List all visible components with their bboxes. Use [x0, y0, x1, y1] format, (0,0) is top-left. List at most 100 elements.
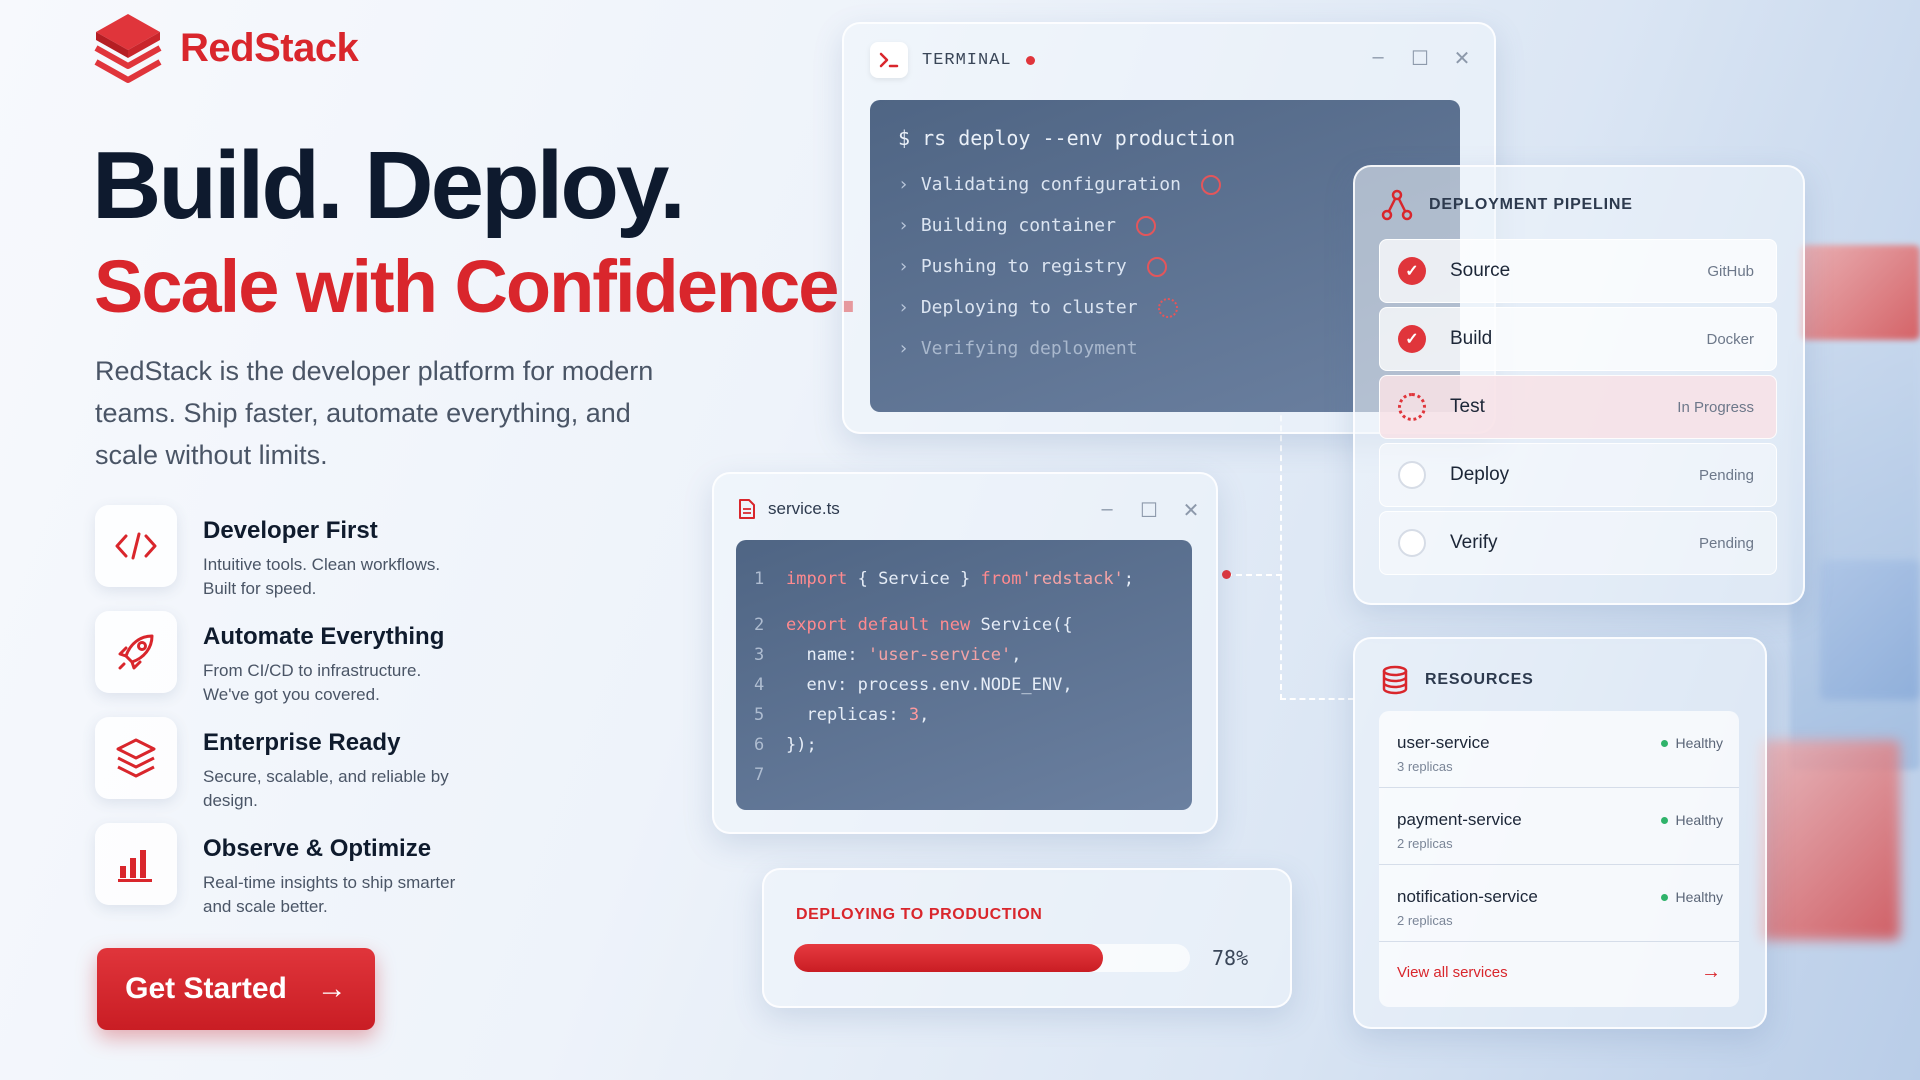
resources-title: RESOURCES — [1425, 671, 1534, 688]
status-dot-icon — [1660, 816, 1668, 824]
pending-circle-icon — [1398, 461, 1426, 489]
feature-description: Real-time insights to ship smarter and s… — [203, 873, 456, 916]
service-row[interactable]: notification-service 2 replicas Healthy — [1379, 865, 1739, 942]
step-status-icon — [1200, 174, 1221, 195]
brand-name: RedStack — [180, 25, 359, 70]
status-dot-icon — [1660, 893, 1668, 901]
deployment-pipeline-panel: DEPLOYMENT PIPELINE ✓ Source GitHub ✓ Bu… — [1353, 165, 1805, 605]
view-all-label: View all services — [1397, 963, 1508, 981]
feature-description: From CI/CD to infrastructure. We've got … — [203, 661, 422, 704]
hero-description: RedStack is the developer platform for m… — [95, 356, 654, 470]
pipeline-stage[interactable]: ✓ Build Docker — [1379, 307, 1777, 371]
stage-name: Test — [1450, 396, 1485, 417]
spinner-icon — [1398, 393, 1426, 421]
rocket-icon — [95, 611, 177, 693]
feature-item: Observe & Optimize Real-time insights to… — [95, 823, 463, 929]
feature-description: Secure, scalable, and reliable by design… — [203, 767, 449, 810]
service-name: notification-service — [1397, 887, 1538, 906]
stack-logo-icon — [94, 14, 162, 83]
service-row[interactable]: user-service 3 replicas Healthy — [1379, 711, 1739, 788]
terminal-command: $ rs deploy --env production — [898, 126, 1236, 150]
feature-title: Enterprise Ready — [203, 729, 401, 756]
maximize-icon[interactable]: ☐ — [1411, 48, 1429, 70]
service-replicas: 3 replicas — [1397, 759, 1453, 774]
service-replicas: 2 replicas — [1397, 836, 1453, 851]
terminal-step: ›Pushing to registry — [898, 246, 1432, 287]
feature-title: Automate Everything — [203, 623, 445, 650]
code-line: 7 — [754, 765, 765, 785]
code-line: 6}); — [754, 735, 817, 755]
service-name: payment-service — [1397, 810, 1522, 829]
arrow-right-icon: → — [1701, 960, 1721, 983]
live-indicator-icon — [1025, 55, 1035, 65]
stage-name: Deploy — [1450, 464, 1510, 485]
close-icon[interactable]: ✕ — [1453, 48, 1471, 70]
get-started-label: Get Started — [125, 972, 287, 1005]
step-spinner-icon — [1157, 297, 1178, 318]
health-status: Healthy — [1660, 735, 1723, 751]
maximize-icon[interactable]: ☐ — [1140, 500, 1158, 522]
stage-status: Docker — [1706, 330, 1754, 348]
connector-dot — [1222, 570, 1231, 579]
stage-status: Pending — [1698, 534, 1754, 552]
layers-icon — [95, 717, 177, 799]
status-dot-icon — [1660, 739, 1668, 747]
step-status-icon — [1146, 256, 1167, 277]
background-block — [1820, 560, 1920, 700]
file-icon — [739, 499, 755, 519]
minimize-icon[interactable]: – — [1101, 498, 1113, 520]
code-icon — [95, 505, 177, 587]
stage-name: Verify — [1450, 532, 1498, 553]
minimize-icon[interactable]: – — [1372, 46, 1384, 68]
stage-status: Pending — [1698, 466, 1754, 484]
feature-list: Developer First Intuitive tools. Clean w… — [95, 505, 463, 929]
service-name: user-service — [1397, 733, 1490, 752]
terminal-step: ›Verifying deployment — [898, 338, 1138, 359]
code-line: 4 env: process.env.NODE_ENV, — [754, 675, 1073, 695]
close-icon[interactable]: ✕ — [1182, 500, 1200, 522]
get-started-button[interactable]: Get Started → — [97, 948, 375, 1030]
progress-label: DEPLOYING TO PRODUCTION — [796, 906, 1043, 923]
brand-logo[interactable]: RedStack — [92, 10, 359, 86]
arrow-right-icon: → — [316, 972, 347, 1005]
pipeline-stage[interactable]: Verify Pending — [1379, 511, 1777, 575]
code-line: 3 name: 'user-service', — [754, 645, 1022, 665]
editor-filename: service.ts — [768, 499, 840, 518]
check-icon: ✓ — [1398, 257, 1426, 285]
deploy-progress-panel: DEPLOYING TO PRODUCTION 78% — [762, 868, 1292, 1008]
terminal-icon — [870, 42, 908, 78]
pending-circle-icon — [1398, 529, 1426, 557]
health-status: Healthy — [1660, 812, 1723, 828]
terminal-step: ›Building container — [898, 205, 1432, 246]
feature-title: Developer First — [203, 517, 378, 544]
view-all-services-link[interactable]: View all services → — [1379, 942, 1739, 1002]
background-block-red — [1760, 740, 1900, 940]
pipeline-title: DEPLOYMENT PIPELINE — [1429, 196, 1633, 213]
code-line: 5 replicas: 3, — [754, 705, 930, 725]
stage-name: Build — [1450, 328, 1493, 349]
feature-title: Observe & Optimize — [203, 835, 432, 862]
stage-status: In Progress — [1677, 398, 1754, 416]
feature-item: Enterprise Ready Secure, scalable, and r… — [95, 717, 463, 823]
hero-title: Build. Deploy. — [92, 132, 686, 239]
resources-panel: RESOURCES user-service 3 replicas Health… — [1353, 637, 1767, 1029]
feature-item: Developer First Intuitive tools. Clean w… — [95, 505, 463, 611]
pipeline-stage[interactable]: Deploy Pending — [1379, 443, 1777, 507]
feature-item: Automate Everything From CI/CD to infras… — [95, 611, 463, 717]
background-block — [1790, 340, 1920, 770]
database-icon — [1382, 665, 1408, 695]
service-replicas: 2 replicas — [1397, 913, 1453, 928]
health-status: Healthy — [1660, 889, 1723, 905]
progress-bar-fill — [794, 944, 1103, 972]
pipeline-stage[interactable]: ✓ Source GitHub — [1379, 239, 1777, 303]
editor-connector — [1226, 574, 1282, 576]
stage-status: GitHub — [1707, 262, 1754, 280]
step-status-icon — [1135, 215, 1156, 236]
service-row[interactable]: payment-service 2 replicas Healthy — [1379, 788, 1739, 865]
check-icon: ✓ — [1398, 325, 1426, 353]
background-block-red — [1800, 245, 1920, 340]
pipeline-stage[interactable]: Test In Progress — [1379, 375, 1777, 439]
